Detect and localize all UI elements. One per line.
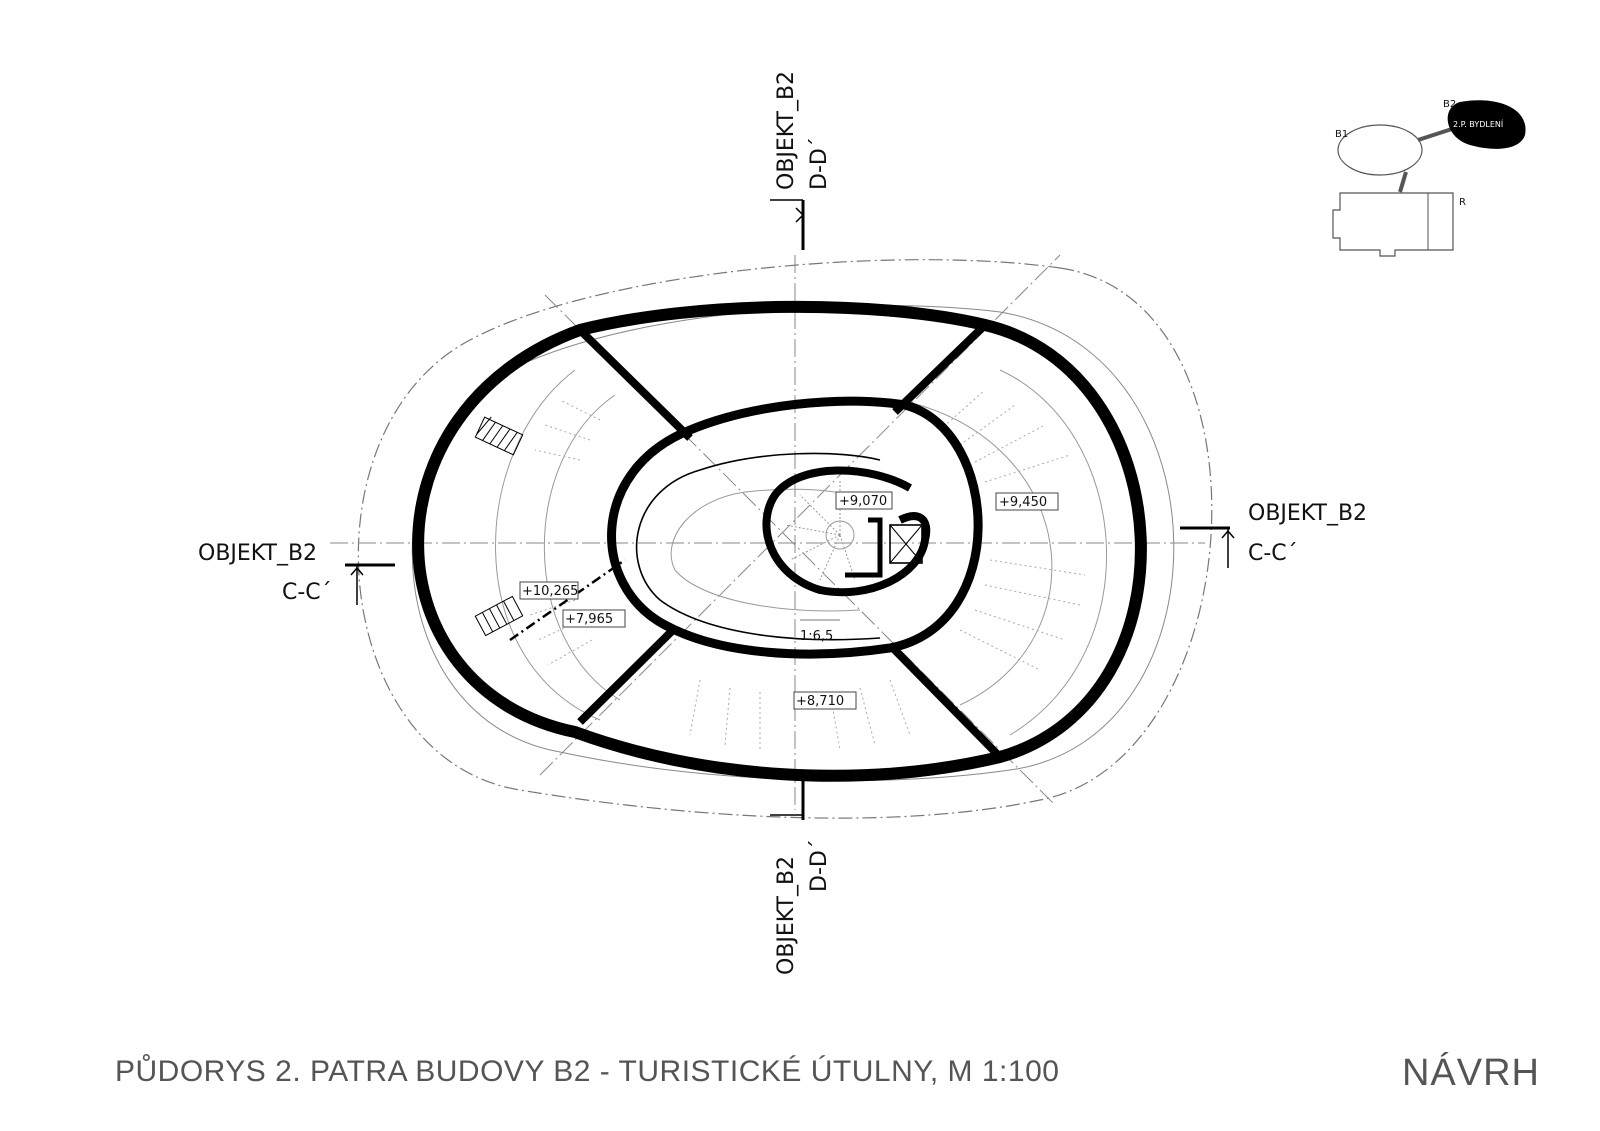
- section-marker-top: [770, 199, 805, 250]
- key-plan-r: [1332, 192, 1454, 257]
- stair-radial-lines: [529, 389, 1086, 751]
- level-label-7965: +7,965: [565, 612, 613, 627]
- site-boundary: [357, 259, 1213, 819]
- stair-lower-left: [474, 595, 524, 637]
- outer-wall: [412, 300, 1147, 782]
- key-plan: [1332, 100, 1526, 257]
- drawing-stage: NÁVRH: [1401, 1052, 1540, 1094]
- level-tags: [519, 491, 1059, 710]
- key-plan-highlight-label: 2.P. BYDLENÍ: [1453, 118, 1504, 129]
- level-label-10265: +10,265: [522, 584, 578, 599]
- section-top-label: D-D´: [807, 137, 832, 190]
- section-marker-right: [1180, 526, 1235, 568]
- key-plan-r-label: R: [1459, 197, 1466, 208]
- ramp-line: [635, 452, 881, 641]
- radial-walls: [577, 322, 1003, 760]
- section-right-object: OBJEKT_B2: [1248, 501, 1367, 526]
- section-marker-bottom: [770, 780, 805, 820]
- section-top-object: OBJEKT_B2: [774, 71, 799, 190]
- left-diagonal-line: [509, 558, 626, 642]
- stair-upper-left: [474, 416, 524, 456]
- gallery-thin-lines: [495, 369, 1108, 736]
- drawing-title: PŮDORYS 2. PATRA BUDOVY B2 - TURISTICKÉ …: [115, 1055, 1060, 1088]
- section-left-object: OBJEKT_B2: [198, 541, 317, 566]
- key-plan-b2-label: B2: [1443, 99, 1456, 110]
- terrace-edge-line: [411, 305, 1175, 781]
- spiral-stair-core: [825, 520, 855, 550]
- section-marker-left: [345, 563, 395, 605]
- key-plan-link-b1-b2: [1417, 126, 1456, 142]
- core-box: [845, 517, 923, 578]
- key-plan-b1-label: B1: [1335, 129, 1348, 140]
- central-spiral-wall: [762, 466, 931, 597]
- spiral-stair-treads: [784, 480, 856, 581]
- section-bottom-object: OBJEKT_B2: [774, 856, 799, 975]
- section-right-label: C-C´: [1248, 541, 1298, 566]
- key-plan-link-b1-r: [1398, 171, 1408, 193]
- level-label-9450: +9,450: [999, 495, 1047, 510]
- key-plan-b1: [1337, 124, 1423, 176]
- ramp-inner-line: [670, 488, 871, 612]
- key-plan-b2-highlight: [1447, 100, 1526, 149]
- section-bottom-label: D-D´: [807, 839, 832, 892]
- level-label-9070: +9,070: [839, 494, 887, 509]
- section-left-label: C-C´: [282, 580, 332, 605]
- level-label-8710: +8,710: [796, 694, 844, 709]
- slope-label: 1:6,5: [800, 629, 833, 644]
